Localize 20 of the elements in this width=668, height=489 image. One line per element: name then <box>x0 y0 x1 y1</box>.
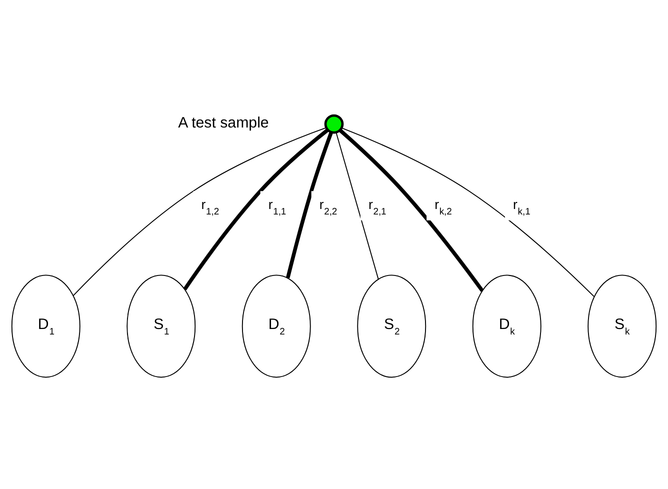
edge-label: r$_{1,1}$ <box>268 196 286 218</box>
connector <box>286 132 334 278</box>
connector <box>183 128 329 290</box>
edge-label: r$_{k,1}$ <box>513 196 530 218</box>
node-ellipse: S$_{k}$ <box>588 274 657 378</box>
edge-label: r$_{1,2}$ <box>201 196 220 218</box>
node-ellipse: S$_{1}$ <box>126 274 196 378</box>
edge-label: r$_{2,2}$ <box>319 196 338 218</box>
node-circle <box>324 114 344 134</box>
edge-label: r$_{2,1}$ <box>368 196 386 218</box>
node-ellipse: D$_{2}$ <box>242 274 311 378</box>
node-ellipse: D$_{k}$ <box>472 274 542 378</box>
edge-label: r$_{k,2}$ <box>434 196 452 218</box>
node-ellipse: D$_{1}$ <box>11 274 80 378</box>
node-label: A test sample <box>178 114 269 132</box>
node-ellipse: S$_{2}$ <box>357 274 426 378</box>
connector <box>72 127 327 296</box>
connector <box>341 127 595 298</box>
connector <box>336 132 379 280</box>
connector <box>338 128 484 292</box>
